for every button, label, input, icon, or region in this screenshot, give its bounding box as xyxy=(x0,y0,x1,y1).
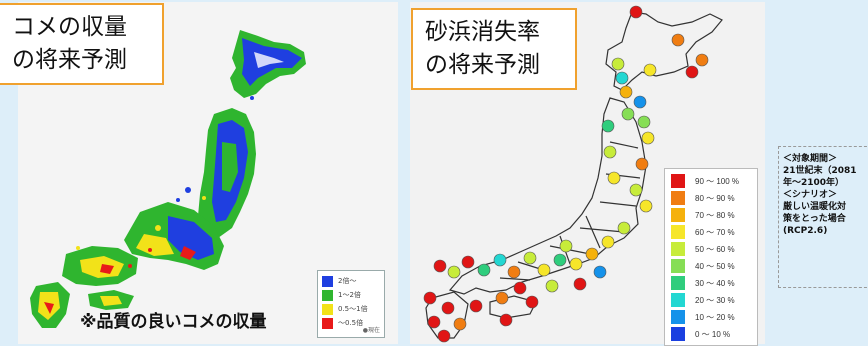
legend-item: 80 ～ 90 % xyxy=(671,191,735,205)
legend-label: 70 ～ 80 % xyxy=(695,210,735,220)
legend-label: 0.5～1倍 xyxy=(338,305,368,313)
legend-label: 2倍～ xyxy=(338,277,357,285)
legend-swatch xyxy=(322,289,333,301)
legend-label: 20 ～ 30 % xyxy=(695,295,735,305)
legend-item: 2倍～ xyxy=(322,275,356,287)
legend-item: 60 ～ 70 % xyxy=(671,225,735,239)
legend-swatch xyxy=(671,327,685,341)
legend-swatch xyxy=(671,310,685,324)
legend-swatch xyxy=(671,259,685,273)
legend-swatch xyxy=(671,242,685,256)
legend-swatch xyxy=(671,208,685,222)
rice-yield-map-panel xyxy=(18,2,398,344)
rice-yield-title-line-1: コメの収量 xyxy=(12,14,127,40)
legend-label: 0 ～ 10 % xyxy=(695,329,731,339)
info-line-scenario-heading: ＜シナリオ＞ xyxy=(783,190,838,200)
legend-item: ～0.5倍 xyxy=(322,317,363,329)
legend-label: 30 ～ 40 % xyxy=(695,278,735,288)
legend-item: 20 ～ 30 % xyxy=(671,293,735,307)
rice-yield-title-line-2: の将来予測 xyxy=(12,47,127,73)
info-line-period-heading: ＜対象期間＞ xyxy=(783,154,838,164)
rice-quality-note: ※品質の良いコメの収量 xyxy=(80,312,267,332)
legend-item: 10 ～ 20 % xyxy=(671,310,735,324)
beach-loss-map xyxy=(423,5,723,343)
legend-item: 50 ～ 60 % xyxy=(671,242,735,256)
legend-item: 1～2倍 xyxy=(322,289,361,301)
legend-label: 80 ～ 90 % xyxy=(695,193,735,203)
legend-label: 10 ～ 20 % xyxy=(695,312,735,322)
scenario-info-box: ＜対象期間＞ 21世紀末（2081 年～2100年） ＜シナリオ＞ 厳しい温暖化… xyxy=(778,146,868,288)
info-line-scenario-2: 策をとった場合 xyxy=(783,214,846,224)
legend-label: 60 ～ 70 % xyxy=(695,227,735,237)
info-line-rcp: (RCP2.6) xyxy=(783,226,828,236)
rice-yield-map xyxy=(30,30,306,328)
legend-swatch xyxy=(322,303,333,315)
legend-swatch xyxy=(322,317,333,329)
beach-loss-title-line-1: 砂浜消失率 xyxy=(425,19,540,45)
legend-swatch xyxy=(671,276,685,290)
legend-swatch xyxy=(671,293,685,307)
legend-item: 40 ～ 50 % xyxy=(671,259,735,273)
legend-label: 90 ～ 100 % xyxy=(695,176,740,186)
legend-item: 0 ～ 10 % xyxy=(671,327,730,341)
beach-loss-legend: 90 ～ 100 % 80 ～ 90 % 70 ～ 80 % 60 ～ 70 %… xyxy=(664,168,758,346)
beach-loss-title: 砂浜消失率 の将来予測 xyxy=(411,8,577,90)
legend-item: 70 ～ 80 % xyxy=(671,208,735,222)
legend-swatch xyxy=(671,191,685,205)
legend-label: 40 ～ 50 % xyxy=(695,261,735,271)
beach-loss-title-line-2: の将来予測 xyxy=(425,52,540,78)
info-line-scenario-1: 厳しい温暖化対 xyxy=(783,202,847,212)
legend-swatch xyxy=(671,225,685,239)
rice-yield-legend: 2倍～ 1～2倍 0.5～1倍 ～0.5倍 ●現在 xyxy=(317,270,385,338)
rice-yield-title: コメの収量 の将来予測 xyxy=(0,3,164,85)
legend-swatch xyxy=(322,275,333,287)
legend-label: ～0.5倍 xyxy=(338,319,364,327)
legend-item: 30 ～ 40 % xyxy=(671,276,735,290)
legend-label: 50 ～ 60 % xyxy=(695,244,735,254)
info-line-period-1: 21世紀末（2081 xyxy=(783,166,857,176)
legend-swatch xyxy=(671,174,685,188)
legend-item: 90 ～ 100 % xyxy=(671,174,739,188)
info-line-period-2: 年～2100年） xyxy=(783,178,845,188)
legend-label: 1～2倍 xyxy=(338,291,361,299)
legend-item: 0.5～1倍 xyxy=(322,303,368,315)
legend-footer: ●現在 xyxy=(362,327,380,334)
